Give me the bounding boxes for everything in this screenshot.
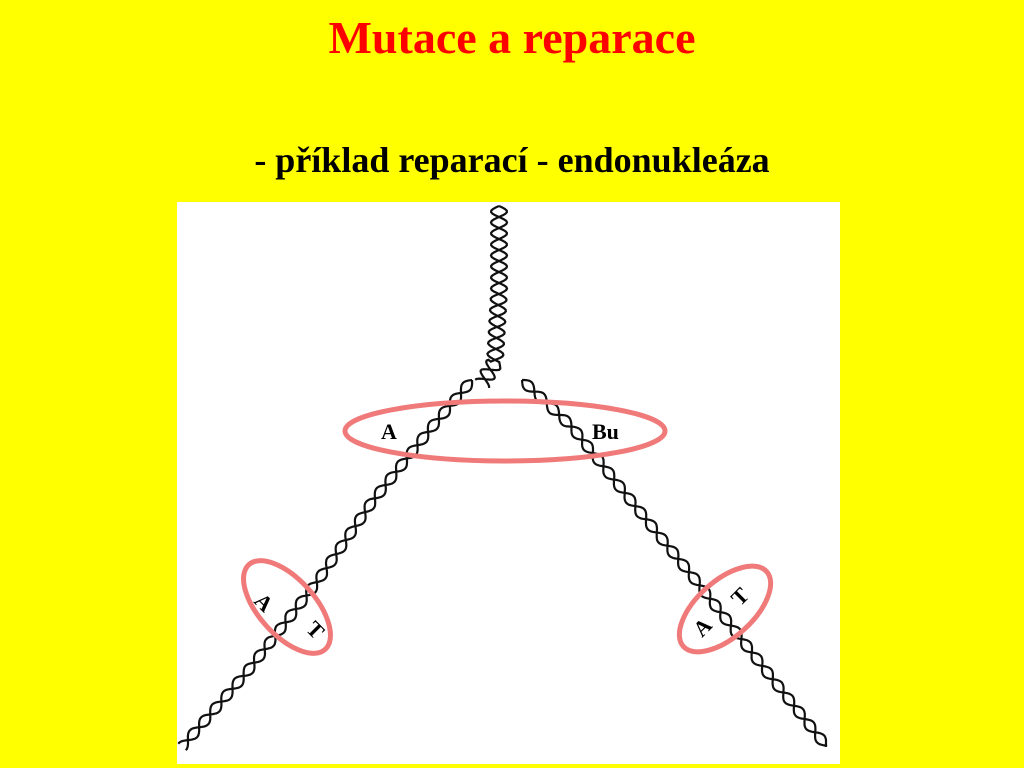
left-arm-strand-2 (177, 379, 474, 745)
slide-title: Mutace a reparace (328, 12, 696, 63)
dna-diagram-svg: A Bu A T A T (177, 204, 828, 751)
left-arm-strand-1 (184, 378, 473, 751)
center-label-right: Bu (592, 419, 619, 444)
center-label-left: A (381, 419, 397, 444)
right-highlight-ellipse (676, 563, 774, 655)
upper-trunk-strand-2 (479, 204, 509, 388)
center-highlight-ellipse (342, 398, 668, 464)
left-highlight-ellipse (241, 558, 333, 656)
right-pair-label-first: A (688, 613, 717, 642)
upper-trunk-strand-1 (474, 204, 509, 381)
slide-subtitle: - příklad reparací - endonukleáza (254, 140, 770, 180)
right-pair-label-second: T (726, 582, 754, 610)
right-arm-strand-2 (522, 378, 828, 747)
dna-diagram: A Bu A T A T (177, 202, 840, 764)
dna-strands (177, 204, 828, 751)
